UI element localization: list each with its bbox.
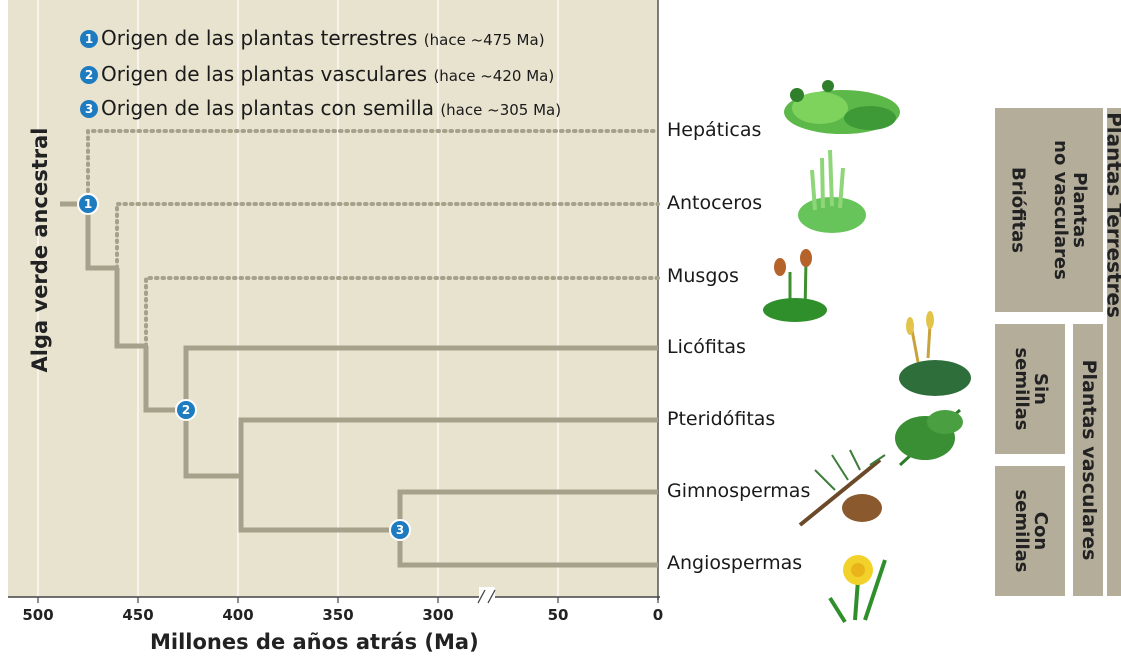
antoceros-illustration [798, 149, 866, 233]
branch-pteridofitas [238, 417, 658, 476]
tick-label: 400 [222, 606, 254, 624]
gimnospermas-illustration [798, 449, 886, 527]
licofitas-illustration [899, 311, 971, 396]
taxon-angiospermas: Angiospermas [667, 552, 803, 574]
legend-text: Origen de las plantas con semilla [101, 96, 434, 120]
tick-label: 300 [422, 606, 454, 624]
branch-to-node3 [238, 476, 400, 533]
branch-licofitas [183, 345, 658, 410]
taxon-licofitas: Licófitas [667, 336, 746, 358]
group-sin-line2: semillas [1011, 347, 1032, 431]
dotted-branches [86, 129, 660, 348]
group-con-semillas-box [995, 466, 1065, 596]
legend-text: Origen de las plantas vasculares [101, 62, 428, 86]
group-no-vasculares-label: Plantas no vasculares [1050, 140, 1090, 280]
x-axis-label: Millones de años atrás (Ma) [150, 630, 479, 654]
group-vasculares-box [1073, 324, 1103, 596]
x-axis-ticks [37, 597, 659, 603]
badge-2-icon: 2 [80, 66, 98, 84]
group-briofitas-label: Briófitas [1007, 167, 1029, 253]
taxon-antoceros: Antoceros [667, 192, 763, 214]
legend-text: Origen de las plantas terrestres [101, 26, 418, 50]
musgos-illustration [763, 249, 827, 322]
branch-to-node2 [143, 346, 186, 413]
taxon-hepaticas: Hepáticas [667, 119, 762, 141]
y-axis-label: Alga verde ancestral [28, 127, 52, 373]
tick-label: 500 [22, 606, 54, 624]
node-1-badge: 1 [77, 193, 99, 215]
tick-label: 350 [322, 606, 354, 624]
taxon-musgos: Musgos [667, 265, 739, 287]
branch-node-moss [114, 268, 146, 349]
legend-paren: (hace ~420 Ma) [433, 67, 555, 85]
tick-label: 0 [652, 606, 664, 624]
branch-node1-down [85, 204, 117, 271]
axis-break-icon [477, 587, 496, 605]
hepaticas-illustration [784, 80, 900, 134]
group-con-line2: semillas [1011, 489, 1032, 573]
group-sin-semillas-label: Sin semillas [1011, 347, 1051, 431]
taxon-pteridofitas: Pteridófitas [667, 408, 776, 430]
branch-angiospermas [397, 530, 658, 568]
grid-lines [37, 0, 559, 597]
group-terrestres-box [1107, 108, 1121, 596]
group-con-line1: Con [1029, 511, 1051, 551]
legend-paren: (hace ~305 Ma) [440, 101, 562, 119]
solid-branches [60, 201, 658, 568]
branch-gimnospermas [397, 489, 658, 530]
branch-node2-down [183, 410, 241, 479]
tick-label: 450 [122, 606, 154, 624]
plot-background [8, 0, 658, 597]
branch-antoceros [115, 202, 660, 270]
branch-musgos [144, 276, 660, 348]
taxon-gimnospermas: Gimnospermas [667, 480, 811, 502]
node-3-badge: 3 [389, 519, 411, 541]
legend-paren: (hace ~475 Ma) [423, 31, 545, 49]
group-sin-semillas-box [995, 324, 1065, 454]
group-no-vasculares-box [995, 108, 1103, 312]
branch-hepaticas [86, 129, 660, 206]
angiospermas-illustration [828, 555, 887, 624]
group-terrestres-label: Plantas Terrestres [1102, 112, 1121, 318]
tick-label: 50 [547, 606, 569, 624]
node-2-badge: 2 [175, 399, 197, 421]
badge-1-icon: 1 [80, 30, 98, 48]
group-no-vasculares-line2: no vasculares [1050, 140, 1071, 280]
group-vasculares-label: Plantas vasculares [1077, 359, 1100, 561]
group-no-vasculares-line1: Plantas [1068, 172, 1090, 248]
group-con-semillas-label: Con semillas [1011, 489, 1051, 573]
group-sin-line1: Sin [1029, 373, 1051, 405]
badge-3-icon: 3 [80, 100, 98, 118]
pteridofitas-illustration [895, 408, 963, 467]
